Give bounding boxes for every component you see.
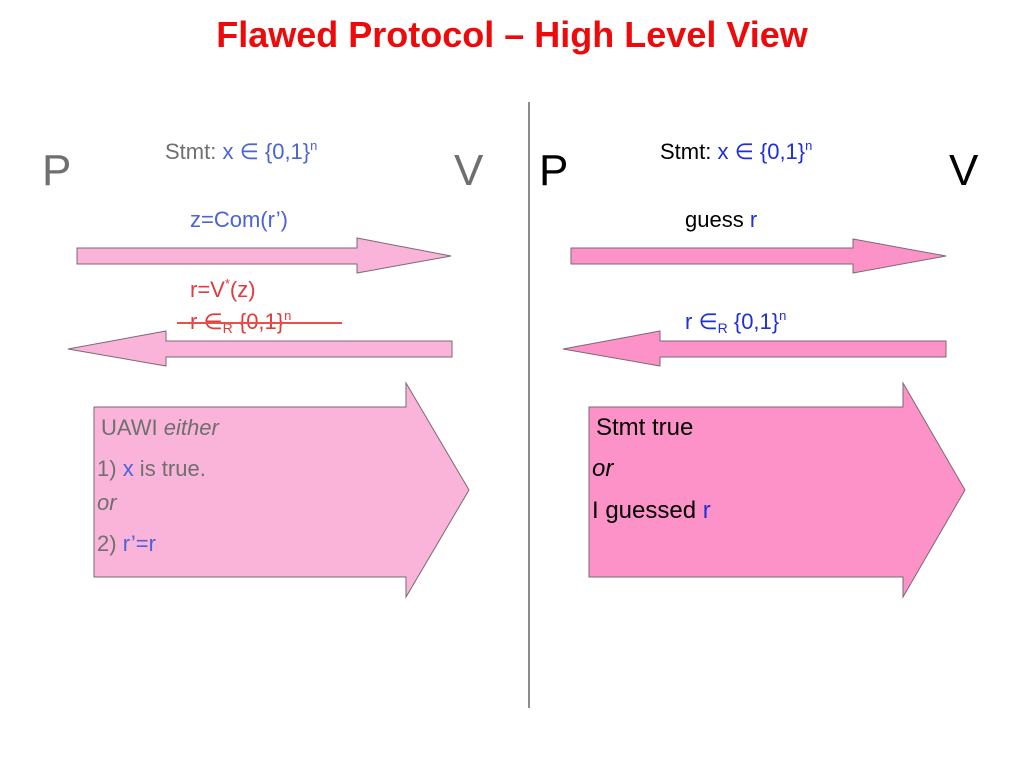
- right-verifier-label: V: [949, 146, 979, 195]
- right-box-line2: or: [592, 455, 614, 482]
- right-prover-label: P: [539, 146, 569, 195]
- right-statement: Stmt: x ∈ {0,1}n: [660, 138, 813, 164]
- left-box-line4: 2) r’=r: [97, 531, 156, 556]
- block-arrow-right: [588, 381, 966, 599]
- arrow-right-v-to-p: [562, 330, 947, 367]
- arrow-left-p-to-v: [76, 237, 452, 274]
- left-statement: Stmt: x ∈ {0,1}n: [165, 138, 318, 164]
- left-message-challenge: r=V*(z): [190, 276, 256, 302]
- right-box-line1: Stmt true: [596, 414, 694, 441]
- page-title: Flawed Protocol – High Level View: [216, 14, 808, 55]
- left-message-commit: z=Com(r’): [190, 207, 288, 232]
- arrow-left-v-to-p: [67, 330, 453, 367]
- right-message-guess: guess r: [685, 207, 758, 232]
- left-box-line2: 1) x is true.: [97, 456, 206, 481]
- strikethrough-line: [177, 322, 342, 324]
- left-prover-label: P: [42, 146, 72, 195]
- block-arrow-left: [93, 381, 470, 599]
- left-box-line3: or: [97, 490, 117, 515]
- left-verifier-label: V: [454, 146, 484, 195]
- right-box-line3: I guessed r: [592, 497, 711, 524]
- left-box-line1: UAWI either: [101, 415, 219, 440]
- left-message-random-struck: r ∈R {0,1}n: [190, 308, 292, 336]
- right-message-random: r ∈R {0,1}n: [685, 308, 787, 336]
- vertical-divider: [528, 102, 530, 708]
- arrow-right-p-to-v: [570, 238, 947, 274]
